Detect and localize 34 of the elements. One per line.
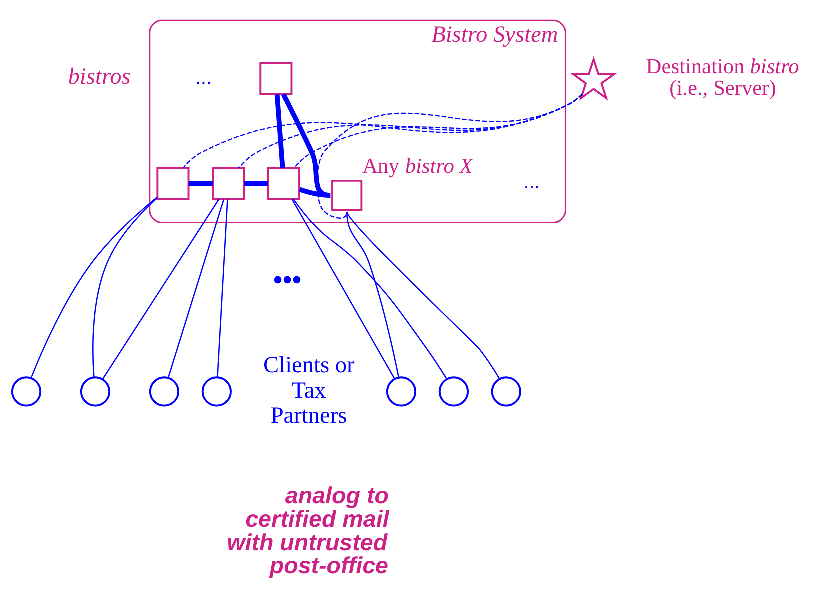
- connector: [188, 181, 214, 186]
- node-circle: [80, 376, 111, 407]
- connector: [292, 199, 396, 380]
- node-label: Any bistro X: [362, 154, 473, 178]
- node-box: [212, 167, 246, 200]
- connector: [217, 200, 228, 378]
- label: Clients or Tax Partners: [264, 352, 355, 430]
- label: ...: [196, 66, 212, 89]
- node-box: [260, 62, 293, 96]
- node-circle: [149, 376, 180, 407]
- label: •••: [273, 264, 302, 296]
- connector: [244, 181, 268, 186]
- connector: [282, 94, 331, 198]
- connector: [92, 198, 158, 378]
- label: analog to certified mail with untrusted post-office: [227, 482, 390, 579]
- node-circle: [491, 376, 522, 407]
- connector: [274, 94, 286, 168]
- connector: [316, 93, 584, 219]
- node-star: [570, 56, 618, 101]
- node-box: [156, 167, 190, 200]
- node-circle: [11, 376, 42, 407]
- node-circle: [386, 376, 417, 407]
- node-circle: [202, 376, 232, 407]
- node-circle: [438, 376, 470, 407]
- connector: [30, 196, 158, 379]
- connector: [293, 199, 448, 380]
- node-box: [267, 167, 300, 200]
- connector: [346, 212, 400, 378]
- connector: [346, 212, 500, 380]
- connector: [168, 199, 225, 378]
- node-label: Destination bistro (i.e., Server): [646, 54, 800, 100]
- label: ...: [524, 172, 540, 194]
- label: bistros: [68, 64, 131, 90]
- connector: [102, 199, 220, 380]
